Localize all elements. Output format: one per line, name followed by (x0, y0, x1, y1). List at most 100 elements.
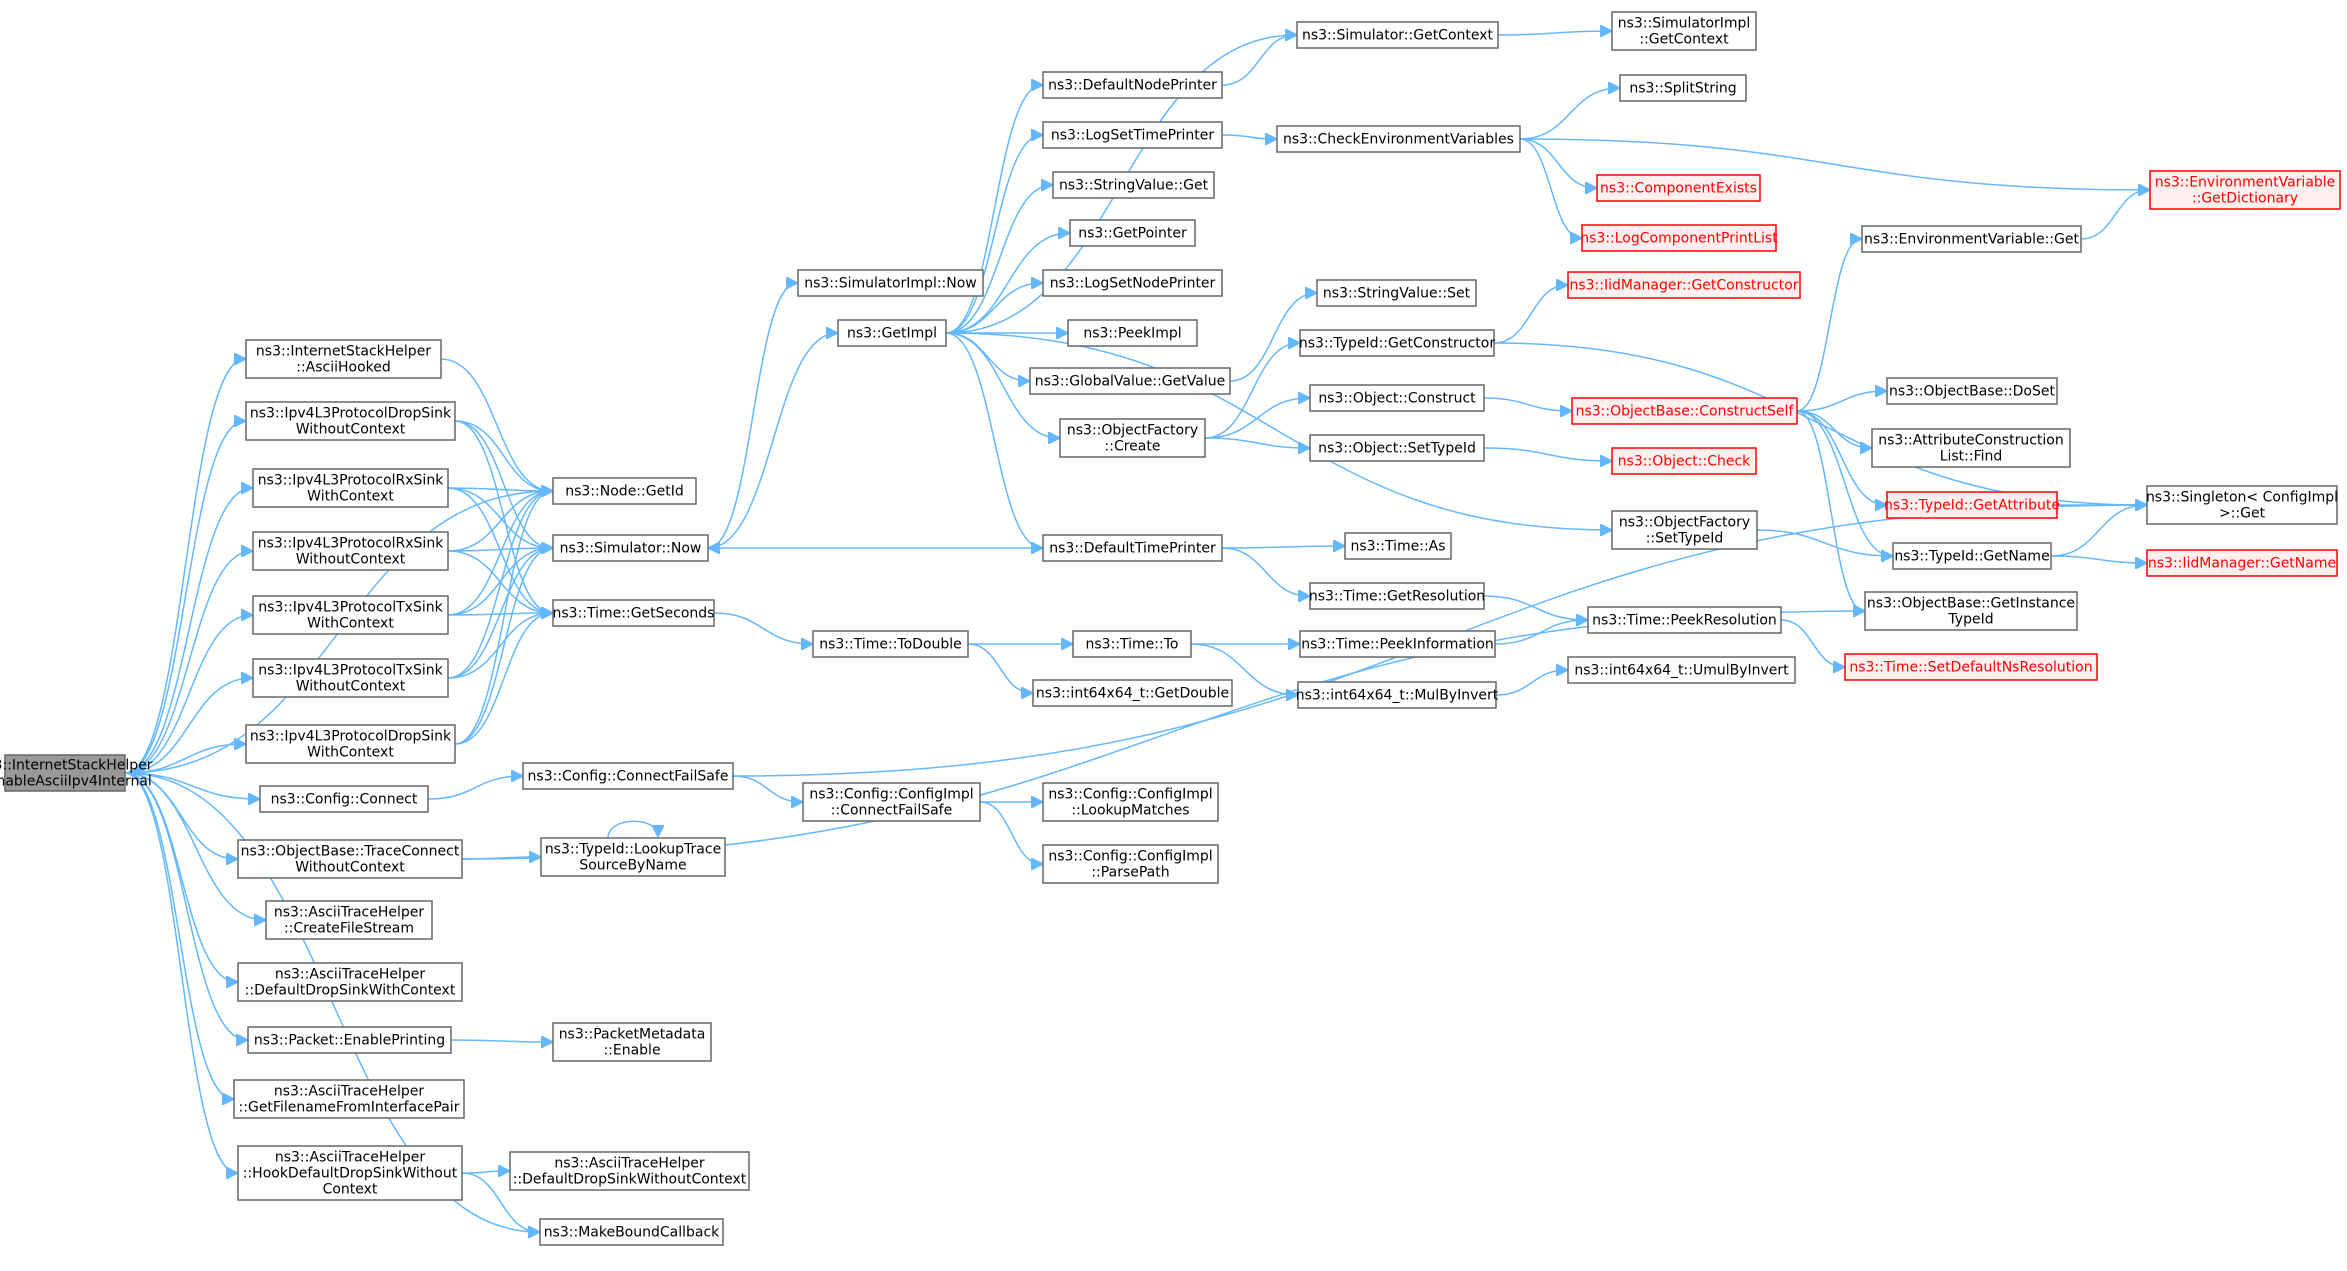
node-config-impl-connect-fail-safe[interactable]: ns3::Config::ConfigImpl::ConnectFailSafe (802, 782, 981, 822)
node-log-set-node-printer[interactable]: ns3::LogSetNodePrinter (1042, 269, 1223, 297)
node-packet-metadata-enable[interactable]: ns3::PacketMetadata::Enable (552, 1022, 712, 1062)
node-umul-by-invert[interactable]: ns3::int64x64_t::UmulByInvert (1567, 656, 1796, 684)
node-type-id-get-name[interactable]: ns3::TypeId::GetName (1892, 542, 2052, 570)
node-enable-printing[interactable]: ns3::Packet::EnablePrinting (247, 1026, 452, 1054)
node-label-line: ns3::StringValue::Get (1059, 178, 1209, 194)
node-node-get-id[interactable]: ns3::Node::GetId (552, 477, 697, 505)
edge-check-env-vars-to-split-string (1519, 88, 1619, 140)
node-object-factory-create[interactable]: ns3::ObjectFactory::Create (1059, 418, 1206, 458)
edge-object-factory-create-to-object-construct (1204, 398, 1309, 439)
edge-drop-sink-wo-to-sim-now (454, 420, 552, 548)
node-label-line: ns3::TypeId::LookupTrace (545, 842, 721, 858)
node-label-line: ns3::AsciiTraceHelper (275, 1150, 426, 1166)
edge-time-to-double-to-int64-get-double (967, 643, 1032, 693)
edge-root-to-drop-sink-wo (124, 421, 245, 774)
node-time-peek-resolution[interactable]: ns3::Time::PeekResolution (1587, 606, 1782, 634)
node-log-component-print-list[interactable]: ns3::LogComponentPrintList (1580, 224, 1778, 252)
node-env-var-get[interactable]: ns3::EnvironmentVariable::Get (1861, 225, 2082, 253)
node-sim-now[interactable]: ns3::Simulator::Now (552, 534, 709, 562)
node-label-line: ::Create (1105, 439, 1161, 455)
node-label-line: ns3::EnvironmentVariable::Get (1864, 232, 2079, 248)
node-trace-connect-wo[interactable]: ns3::ObjectBase::TraceConnectWithoutCont… (237, 839, 463, 879)
edge-get-impl-to-object-factory-set-type-id (945, 332, 1611, 530)
node-label-line: ::HookDefaultDropSinkWithout (243, 1166, 458, 1182)
node-box (265, 900, 433, 940)
node-string-value-set[interactable]: ns3::StringValue::Set (1316, 279, 1477, 307)
node-label-line: ns3::Time::GetResolution (1309, 589, 1485, 605)
node-config-connect-fail-safe[interactable]: ns3::Config::ConnectFailSafe (522, 762, 734, 790)
node-label-line: ::CreateFileStream (284, 921, 414, 937)
node-sim-impl-get-context[interactable]: ns3::SimulatorImpl::GetContext (1611, 11, 1757, 51)
node-set-default-ns-res[interactable]: ns3::Time::SetDefaultNsResolution (1844, 653, 2098, 681)
node-box (1309, 384, 1485, 412)
node-root[interactable]: ns3::InternetStackHelper::EnableAsciiIpv… (0, 754, 153, 792)
node-time-get-seconds[interactable]: ns3::Time::GetSeconds (552, 599, 715, 627)
node-check-env-vars[interactable]: ns3::CheckEnvironmentVariables (1276, 125, 1521, 153)
node-object-construct[interactable]: ns3::Object::Construct (1309, 384, 1485, 412)
node-log-set-time-printer[interactable]: ns3::LogSetTimePrinter (1042, 121, 1223, 149)
edge-root-to-ascii-hooked (124, 359, 245, 774)
node-time-as[interactable]: ns3::Time::As (1344, 532, 1452, 560)
node-int64-mul-by-invert[interactable]: ns3::int64x64_t::MulByInvert (1296, 681, 1499, 709)
node-construct-self[interactable]: ns3::ObjectBase::ConstructSelf (1571, 397, 1798, 425)
node-config-connect[interactable]: ns3::Config::Connect (259, 785, 429, 813)
node-env-var-get-dictionary[interactable]: ns3::EnvironmentVariable::GetDictionary (2149, 170, 2341, 210)
node-box (1344, 532, 1452, 560)
node-default-node-printer[interactable]: ns3::DefaultNodePrinter (1042, 71, 1223, 99)
node-default-drop-with[interactable]: ns3::AsciiTraceHelper::DefaultDropSinkWi… (237, 962, 463, 1002)
node-int64-get-double[interactable]: ns3::int64x64_t::GetDouble (1032, 679, 1233, 707)
node-time-to-double[interactable]: ns3::Time::ToDouble (812, 630, 969, 658)
node-object-factory-set-type-id[interactable]: ns3::ObjectFactory::SetTypeId (1611, 510, 1758, 550)
node-get-impl[interactable]: ns3::GetImpl (837, 319, 947, 347)
edge-check-env-vars-to-log-component-print-list (1519, 138, 1581, 238)
node-get-filename[interactable]: ns3::AsciiTraceHelper::GetFilenameFromIn… (233, 1079, 465, 1119)
node-box (1309, 434, 1485, 462)
node-type-id-get-attribute[interactable]: ns3::TypeId::GetAttribute (1884, 491, 2060, 519)
node-split-string[interactable]: ns3::SplitString (1619, 74, 1747, 102)
node-time-get-resolution[interactable]: ns3::Time::GetResolution (1309, 582, 1485, 610)
node-iid-get-constructor[interactable]: ns3::IidManager::GetConstructor (1567, 271, 1801, 299)
node-type-id-get-constructor[interactable]: ns3::TypeId::GetConstructor (1299, 329, 1495, 357)
node-box (1299, 630, 1496, 658)
node-lookup-matches[interactable]: ns3::Config::ConfigImpl::LookupMatches (1042, 782, 1219, 822)
node-iid-get-name[interactable]: ns3::IidManager::GetName (2146, 549, 2338, 577)
node-label-line: ns3::CheckEnvironmentVariables (1283, 132, 1514, 148)
node-component-exists[interactable]: ns3::ComponentExists (1596, 174, 1761, 202)
node-sim-get-context[interactable]: ns3::Simulator::GetContext (1296, 21, 1499, 49)
node-box (1276, 125, 1521, 153)
node-object-set-type-id[interactable]: ns3::Object::SetTypeId (1309, 434, 1485, 462)
node-label-line: ::SetTypeId (1646, 531, 1724, 547)
node-peek-impl[interactable]: ns3::PeekImpl (1067, 319, 1198, 347)
node-object-check[interactable]: ns3::Object::Check (1611, 447, 1757, 475)
node-default-drop-wo[interactable]: ns3::AsciiTraceHelper::DefaultDropSinkWi… (509, 1151, 750, 1191)
node-label-line: ns3::Object::SetTypeId (1318, 441, 1476, 457)
node-time-to[interactable]: ns3::Time::To (1072, 630, 1192, 658)
node-global-value-get-value[interactable]: ns3::GlobalValue::GetValue (1029, 367, 1231, 395)
node-hook-default-drop[interactable]: ns3::AsciiTraceHelper::HookDefaultDropSi… (237, 1145, 463, 1201)
node-label-line: ns3::ObjectBase::GetInstance (1867, 596, 2075, 612)
node-parse-path[interactable]: ns3::Config::ConfigImpl::ParsePath (1042, 844, 1219, 884)
node-object-base-do-set[interactable]: ns3::ObjectBase::DoSet (1886, 377, 2058, 405)
edge-root-to-tx-sink-wo (124, 678, 252, 774)
node-label-line: ns3::GlobalValue::GetValue (1035, 374, 1225, 390)
node-string-value-get[interactable]: ns3::StringValue::Get (1052, 171, 1215, 199)
node-get-pointer[interactable]: ns3::GetPointer (1069, 219, 1196, 247)
node-drop-sink-wo[interactable]: ns3::Ipv4L3ProtocolDropSinkWithoutContex… (245, 401, 456, 441)
node-time-peek-information[interactable]: ns3::Time::PeekInformation (1299, 630, 1496, 658)
edge-tx-sink-with-to-node-get-id (447, 491, 552, 616)
edge-config-impl-connect-fail-safe-to-parse-path (979, 801, 1042, 864)
node-singleton-get[interactable]: ns3::Singleton< ConfigImpl>::Get (2146, 485, 2338, 525)
node-ascii-hooked[interactable]: ns3::InternetStackHelper::AsciiHooked (245, 339, 442, 379)
node-make-bound-callback[interactable]: ns3::MakeBoundCallback (539, 1218, 724, 1246)
node-sim-impl-now[interactable]: ns3::SimulatorImpl::Now (797, 269, 984, 297)
node-default-time-printer[interactable]: ns3::DefaultTimePrinter (1042, 534, 1223, 562)
node-create-file-stream[interactable]: ns3::AsciiTraceHelper::CreateFileStream (265, 900, 433, 940)
